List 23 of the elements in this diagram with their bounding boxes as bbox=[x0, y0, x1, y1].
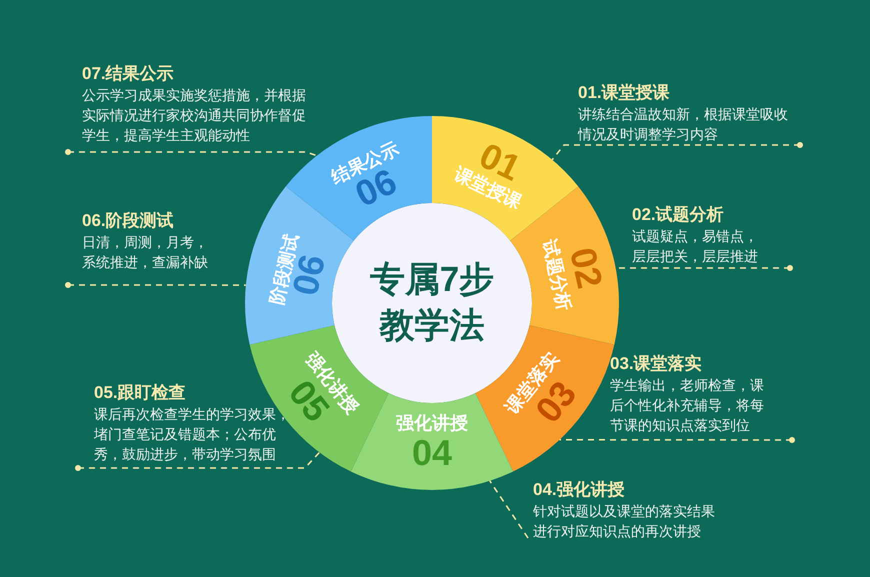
step-heading: 02.试题分析 bbox=[632, 204, 724, 226]
leader-line bbox=[560, 437, 795, 443]
leader-line bbox=[65, 282, 246, 288]
segment-number: 04 bbox=[412, 435, 452, 471]
step-description: 试题疑点，易错点，层层把关，层层推进 bbox=[632, 227, 759, 266]
leader-line bbox=[489, 480, 529, 538]
step-heading: 07.结果公示 bbox=[82, 63, 174, 85]
step-heading: 06.阶段测试 bbox=[82, 210, 174, 232]
step-heading: 03.课堂落实 bbox=[610, 353, 702, 375]
step-heading: 05.跟盯检查 bbox=[94, 382, 186, 404]
step-heading: 01.课堂授课 bbox=[578, 82, 670, 104]
leader-line bbox=[65, 149, 318, 156]
step-description: 日清，周测，月考，系统推进，查漏补缺 bbox=[82, 233, 209, 272]
center-title: 专属7步教学法 bbox=[368, 259, 496, 347]
step-description: 针对试题以及课堂的落实结果进行对应知识点的再次讲授 bbox=[533, 502, 716, 541]
leader-line bbox=[75, 452, 320, 471]
step-description: 公示学习成果实施奖惩措施，并根据实际情况进行家校沟通共同协作督促学生，提高学生主观能动性 bbox=[82, 86, 307, 145]
step-heading: 04.强化讲授 bbox=[533, 479, 625, 501]
segment-label: 强化讲授 bbox=[396, 413, 468, 433]
step-description: 学生输出，老师检查，课后个性化补充辅导，将每节课的知识点落实到位 bbox=[610, 376, 765, 435]
leader-line bbox=[552, 142, 803, 160]
step-description: 课后再次检查学生的学习效果，堵门查笔记及错题本；公布优秀，鼓励进步，带动学习氛围 bbox=[94, 405, 291, 464]
step-description: 讲练结合温故知新，根据课堂吸收情况及时调整学习内容 bbox=[578, 105, 789, 144]
